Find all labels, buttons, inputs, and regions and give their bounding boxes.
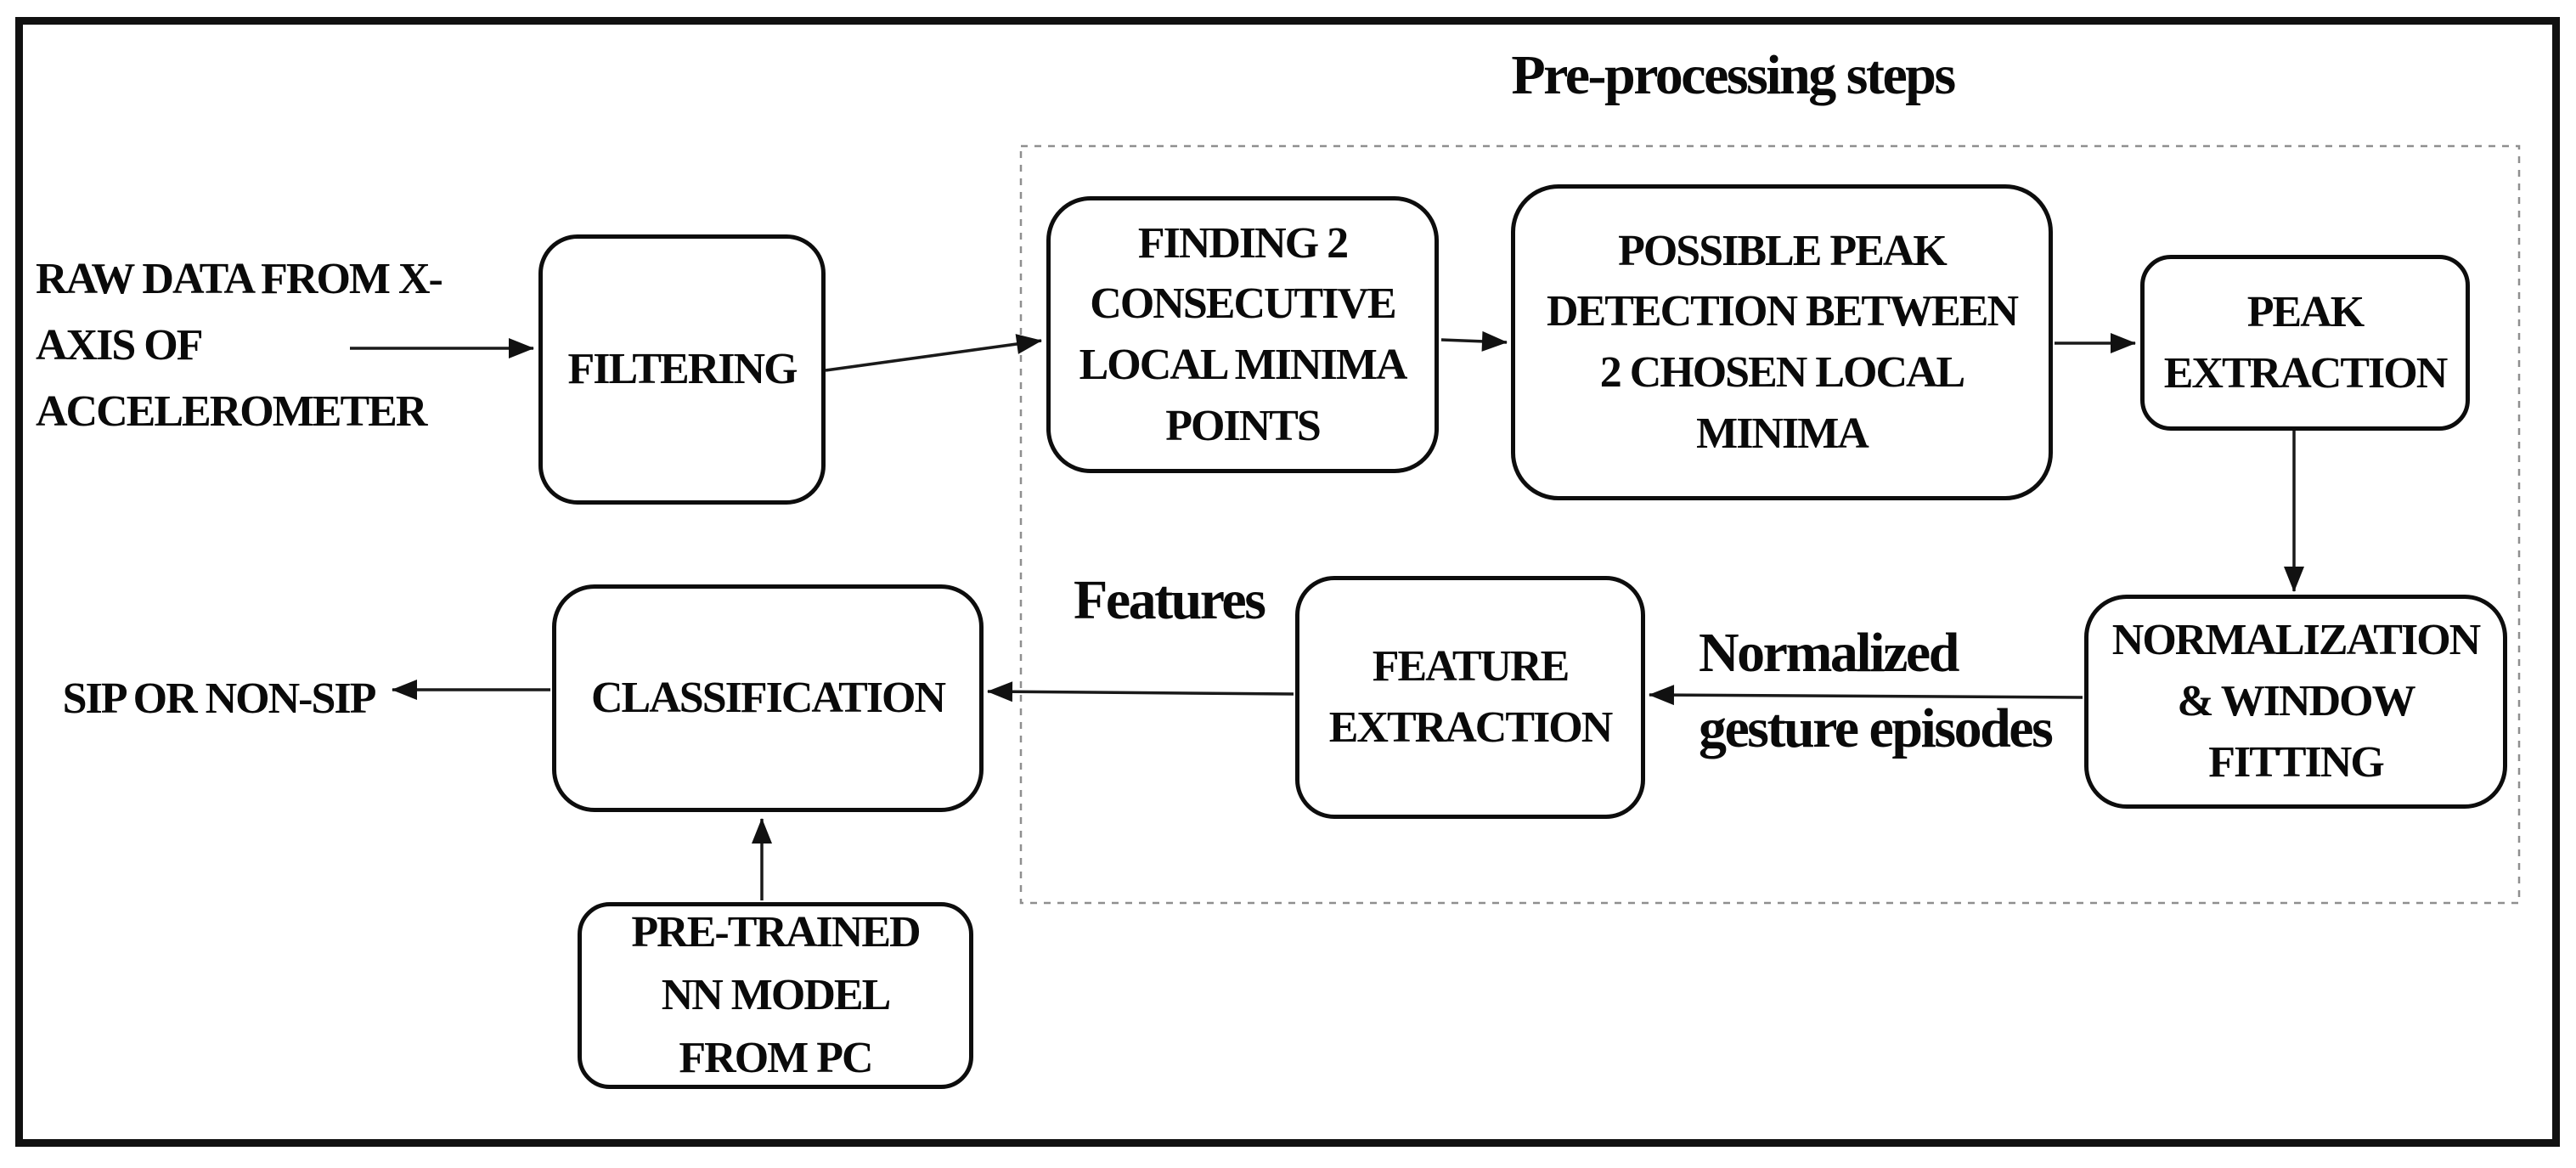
box-classification: CLASSIFICATION	[552, 584, 984, 812]
output-result-label: SIP OR NON-SIP	[62, 674, 377, 723]
box-finding-local-minima: FINDING 2 CONSECUTIVE LOCAL MINIMA POINT…	[1046, 196, 1439, 473]
outer-border	[15, 17, 2560, 1147]
arrow-feature-extraction-to-classification	[987, 681, 1294, 702]
preprocessing-region-outline	[1019, 144, 2521, 905]
input-source-label: RAW DATA FROM X- AXIS OF ACCELEROMETER	[36, 255, 443, 436]
arrow-normalization-to-feature-extraction	[1649, 685, 2083, 706]
arrow-filtering-to-finding	[825, 334, 1042, 372]
arrow-finding-to-possible-peak	[1440, 330, 1508, 352]
box-peak-extraction: PEAK EXTRACTION	[2140, 255, 2470, 431]
box-filtering: FILTERING	[538, 234, 826, 505]
edge-label-features: Features	[1074, 569, 1266, 631]
box-possible-peak-detection: POSSIBLE PEAK DETECTION BETWEEN 2 CHOSEN…	[1511, 184, 2053, 500]
box-pretrained-nn-model: PRE-TRAINED NN MODEL FROM PC	[578, 902, 973, 1089]
box-feature-extraction: FEATURE EXTRACTION	[1295, 576, 1645, 819]
preprocessing-title: Pre-processing steps	[1511, 44, 1956, 106]
edge-label-normalized-episodes: Normalized gesture episodes	[1699, 622, 2054, 760]
box-normalization-window-fitting: NORMALIZATION & WINDOW FITTING	[2084, 595, 2507, 809]
